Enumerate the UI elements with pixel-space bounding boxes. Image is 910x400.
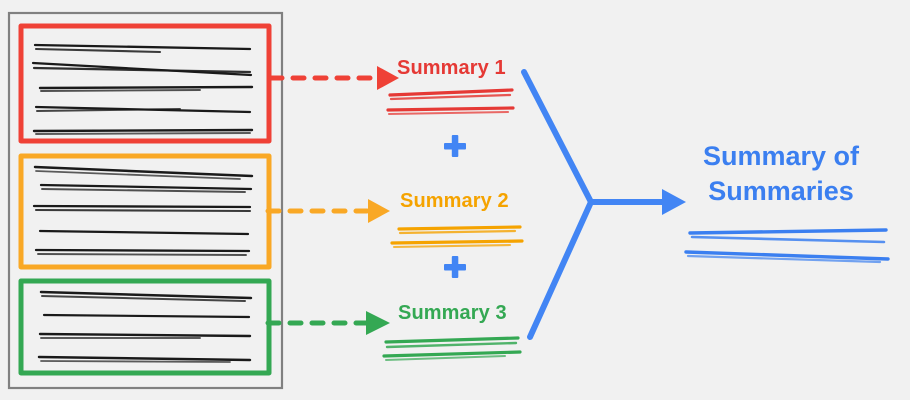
group-green-border (18, 278, 272, 376)
summary-1-label: Summary 1 (397, 57, 506, 79)
document-collection-panel (7, 11, 284, 390)
merge-arrowhead (662, 189, 686, 215)
connector-green (265, 311, 390, 335)
plus-icon-1 (444, 135, 466, 157)
document-group-orange[interactable] (18, 153, 272, 270)
summary-1-scribble (386, 88, 515, 116)
summary-2-scribble (390, 225, 524, 249)
summary-2-label: Summary 2 (400, 190, 509, 212)
summary-3-scribble (382, 336, 522, 361)
result-label-line-1: Summary of (703, 141, 860, 171)
group-red-text-lines (31, 43, 254, 135)
group-red-border (18, 23, 272, 144)
group-orange-text-lines (32, 165, 254, 256)
merge-arrow (521, 69, 686, 340)
group-green-text-lines (37, 290, 253, 363)
connector-red (268, 66, 399, 90)
merge-branch-top (521, 69, 594, 205)
result-label-line-2: Summaries (708, 175, 854, 206)
result-scribble (684, 228, 890, 264)
plus-icon-2 (444, 256, 466, 278)
merge-branch-bottom (527, 199, 594, 340)
result-label: Summary of Summaries (703, 139, 859, 208)
document-group-red[interactable] (18, 23, 272, 144)
connector-orange (265, 199, 390, 223)
summary-3-label: Summary 3 (398, 302, 507, 324)
document-group-green[interactable] (18, 278, 272, 376)
